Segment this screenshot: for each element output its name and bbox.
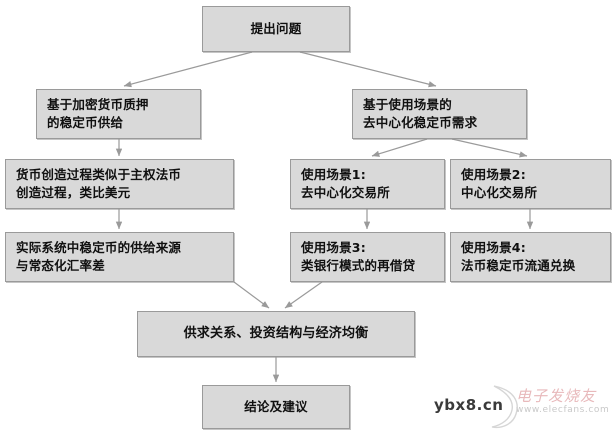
watermark-elecfans-cn: 电子发烧友 xyxy=(516,387,597,405)
watermark-elecfans-en: www.elecfans.com xyxy=(516,404,610,415)
node-scenario-2[interactable]: 使用场景2: 中心化交易所 xyxy=(450,159,611,209)
edge-actual-to-equilibrium xyxy=(233,281,270,309)
node-scenario-3[interactable]: 使用场景3: 类银行模式的再借贷 xyxy=(290,232,445,282)
node-supply-line-1: 基于加密货币质押 xyxy=(47,96,149,112)
node-money-creation[interactable]: 货币创造过程类似于主权法币 创造过程，类比美元 xyxy=(5,159,234,209)
node-scenario-4[interactable]: 使用场景4: 法币稳定币流通兑换 xyxy=(450,232,611,282)
node-supply[interactable]: 基于加密货币质押 的稳定币供给 xyxy=(36,89,201,139)
node-equilibrium[interactable]: 供求关系、投资结构与经济均衡 xyxy=(137,311,415,357)
node-demand[interactable]: 基于使用场景的 去中心化稳定币需求 xyxy=(352,89,527,139)
edge-problem-to-demand xyxy=(299,51,437,88)
node-demand-line-1: 基于使用场景的 xyxy=(363,96,452,112)
node-actual-supply-line-1: 实际系统中稳定币的供给来源 xyxy=(16,239,182,255)
node-problem[interactable]: 提出问题 xyxy=(202,6,350,52)
node-conclusion-line-1: 结论及建议 xyxy=(244,398,308,414)
watermark-swoosh-icon xyxy=(491,385,518,429)
node-scenario-3-line-1: 使用场景3: xyxy=(301,239,366,255)
edge-problem-to-supply xyxy=(123,51,253,88)
node-money-creation-line-2: 创造过程，类比美元 xyxy=(16,185,131,200)
edge-scene3-to-equilibrium xyxy=(284,281,323,309)
node-demand-line-2: 去中心化稳定币需求 xyxy=(363,115,478,130)
node-scenario-2-line-1: 使用场景2: xyxy=(461,166,526,182)
node-scenario-2-line-2: 中心化交易所 xyxy=(461,185,538,200)
node-problem-line-1: 提出问题 xyxy=(250,20,302,36)
node-actual-supply[interactable]: 实际系统中稳定币的供给来源 与常态化汇率差 xyxy=(5,232,234,282)
node-scenario-1[interactable]: 使用场景1: 去中心化交易所 xyxy=(290,159,445,209)
watermark-elecfans: 电子发烧友 www.elecfans.com xyxy=(516,387,612,416)
edge-demand-to-scene1 xyxy=(371,138,428,157)
node-scenario-1-line-2: 去中心化交易所 xyxy=(301,185,390,200)
watermark-ybx8: ybx8.cn xyxy=(434,396,504,414)
node-scenario-3-line-2: 类银行模式的再借贷 xyxy=(301,258,416,273)
node-equilibrium-line-1: 供求关系、投资结构与经济均衡 xyxy=(183,325,369,341)
node-actual-supply-line-2: 与常态化汇率差 xyxy=(16,258,105,273)
node-scenario-4-line-1: 使用场景4: xyxy=(461,239,526,255)
edge-demand-to-scene2 xyxy=(451,138,528,158)
node-scenario-4-line-2: 法币稳定币流通兑换 xyxy=(461,258,576,273)
node-money-creation-line-1: 货币创造过程类似于主权法币 xyxy=(16,166,182,182)
node-conclusion[interactable]: 结论及建议 xyxy=(202,385,350,429)
node-scenario-1-line-1: 使用场景1: xyxy=(301,166,366,182)
node-supply-line-2: 的稳定币供给 xyxy=(47,115,124,130)
